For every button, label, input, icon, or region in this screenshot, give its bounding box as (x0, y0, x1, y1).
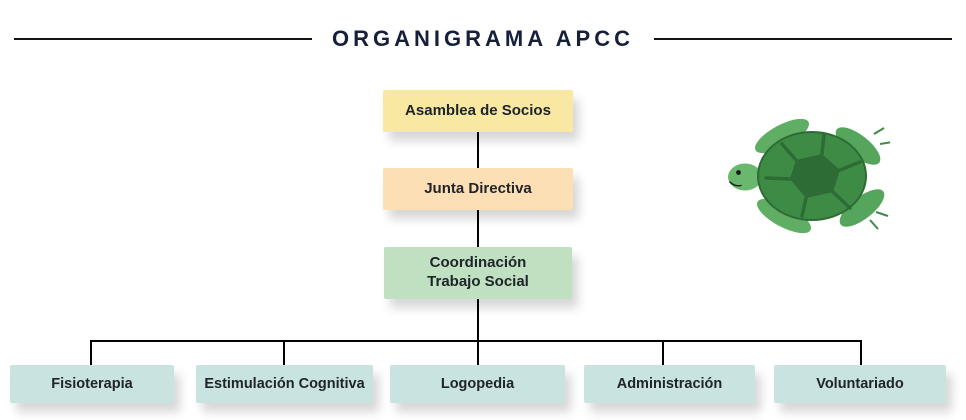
connector-stub-1 (90, 340, 92, 366)
connector-stub-5 (860, 340, 862, 366)
node-asamblea-de-socios: Asamblea de Socios (383, 90, 573, 132)
node-coordinacion-trabajo-social: Coordinación Trabajo Social (384, 247, 572, 299)
connector-stub-3 (477, 340, 479, 366)
node-estimulacion-cognitiva: Estimulación Cognitiva (196, 365, 373, 403)
connector-stub-2 (283, 340, 285, 366)
connector-v2 (477, 210, 479, 247)
connector-branch (91, 340, 862, 342)
node-administracion: Administración (584, 365, 755, 403)
title-rule-right (653, 38, 953, 40)
sea-turtle-icon (728, 118, 890, 234)
title-rule-left (14, 38, 313, 40)
page-title: ORGANIGRAMA APCC (332, 26, 634, 51)
connector-v1 (477, 132, 479, 168)
node-junta-directiva: Junta Directiva (383, 168, 573, 210)
node-voluntariado: Voluntariado (774, 365, 946, 403)
node-fisioterapia: Fisioterapia (10, 365, 174, 403)
connector-stub-4 (662, 340, 664, 366)
connector-v3 (477, 299, 479, 341)
header: ORGANIGRAMA APCC (0, 26, 966, 52)
node-logopedia: Logopedia (390, 365, 565, 403)
